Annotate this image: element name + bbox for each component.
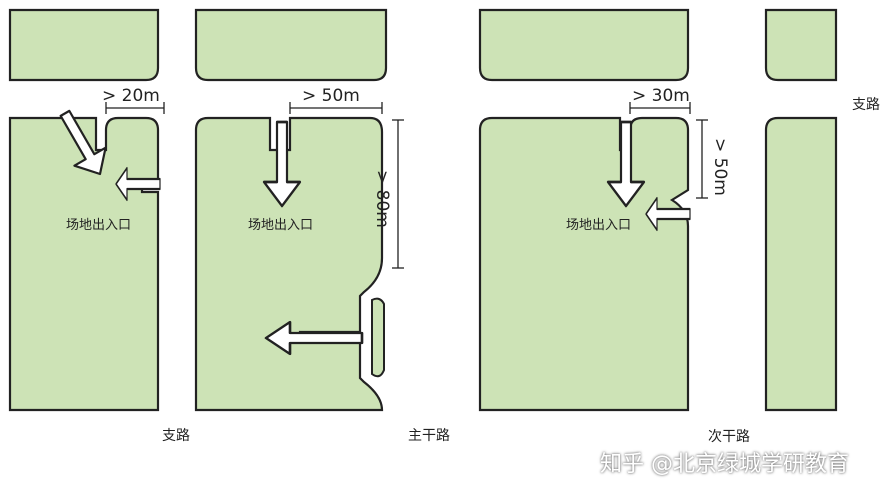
block-bottom-far-right — [764, 116, 838, 412]
road-median — [371, 297, 385, 378]
block-top-middle — [194, 8, 388, 82]
dimension-20m: > 20m — [102, 86, 160, 106]
entrance-label-middle: 场地出入口 — [248, 218, 314, 233]
entrance-label-right: 场地出入口 — [566, 218, 632, 233]
block-top-center-right — [478, 8, 690, 82]
block-bottom-middle — [194, 116, 384, 412]
block-top-far-right — [764, 8, 838, 82]
dimension-30m: > 30m — [632, 86, 690, 106]
road-label-secondary: 次干路 — [708, 429, 750, 445]
watermark: 知乎 @北京绿城学研教育 — [600, 452, 849, 477]
road-label-main: 主干路 — [408, 428, 450, 444]
dimension-50m-main: > 50m — [302, 86, 360, 106]
road-label-branch-left: 支路 — [162, 428, 190, 444]
dimension-50m-secondary: > 50m — [710, 138, 730, 196]
dimension-80m: > 80m — [372, 170, 392, 228]
road-label-branch-right: 支路 — [852, 97, 880, 113]
entrance-label-left: 场地出入口 — [66, 218, 132, 233]
block-top-left — [8, 8, 160, 82]
block-bottom-center-right — [478, 116, 690, 412]
